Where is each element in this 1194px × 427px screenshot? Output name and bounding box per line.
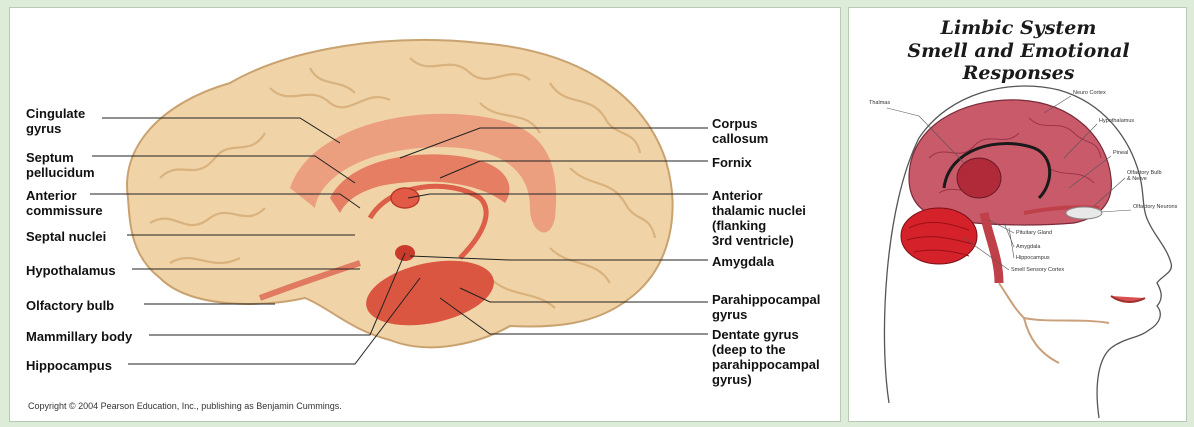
cerebellum: [901, 208, 977, 264]
label-smell-sensory-cortex: Smell Sensory Cortex: [1011, 267, 1064, 273]
label-anterior-thalamic-nuclei: Anterior thalamic nuclei (flanking 3rd v…: [712, 188, 806, 248]
label-hippocampus-right: Hippocampus: [1016, 255, 1050, 261]
label-hypothalamus: Hypothalamus: [26, 263, 116, 278]
label-amygdala: Amygdala: [712, 254, 774, 269]
label-parahippocampal-gyrus: Parahippocampal gyrus: [712, 292, 820, 322]
brain-diagram-panel: Cingulate gyrus Septum pellucidum Anteri…: [9, 7, 841, 422]
limbic-head-panel: Limbic System Smell and Emotional Respon…: [848, 7, 1187, 422]
label-amygdala-right: Amygdala: [1016, 244, 1040, 250]
thalamic-nuclei: [391, 188, 419, 208]
label-thalmas: Thalmas: [869, 100, 890, 106]
label-cingulate-gyrus: Cingulate gyrus: [26, 106, 85, 136]
label-hypothalamus-right: Hypothalamus: [1099, 118, 1134, 124]
label-septal-nuclei: Septal nuclei: [26, 229, 106, 244]
thalamus-shape: [957, 158, 1001, 198]
label-mammillary-body: Mammillary body: [26, 329, 132, 344]
label-pineal: Pineal: [1113, 150, 1128, 156]
label-corpus-callosum: Corpus callosum: [712, 116, 768, 146]
label-anterior-commissure: Anterior commissure: [26, 188, 103, 218]
label-hippocampus: Hippocampus: [26, 358, 112, 373]
label-olfactory-neurons: Olfactory Neurons: [1133, 204, 1177, 210]
label-septum-pellucidum: Septum pellucidum: [26, 150, 95, 180]
copyright-text: Copyright © 2004 Pearson Education, Inc.…: [28, 401, 342, 411]
head-illustration: [849, 8, 1188, 423]
label-olfactory-bulb-nerve: Olfactory Bulb & Nerve: [1127, 170, 1162, 182]
label-dentate-gyrus: Dentate gyrus (deep to the parahippocamp…: [712, 327, 820, 387]
label-fornix: Fornix: [712, 155, 752, 170]
label-neuro-cortex: Neuro Cortex: [1073, 90, 1106, 96]
label-pituitary-gland: Pituitary Gland: [1016, 230, 1052, 236]
olfactory-mucosa: [1066, 207, 1102, 219]
label-olfactory-bulb: Olfactory bulb: [26, 298, 114, 313]
